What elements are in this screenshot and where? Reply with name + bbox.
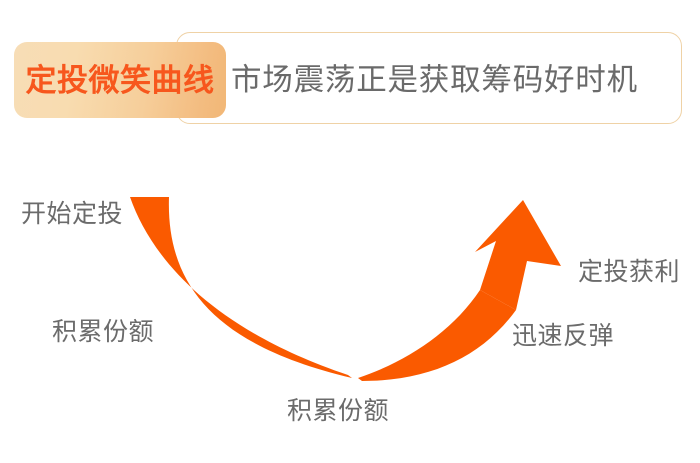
label-investment-profit: 定投获利 bbox=[578, 258, 681, 286]
label-start-investing: 开始定投 bbox=[21, 200, 124, 228]
header-badge: 定投微笑曲线 bbox=[14, 42, 226, 118]
smile-curve-chart: 开始定投 积累份额 积累份额 迅速反弹 定投获利 bbox=[0, 140, 700, 463]
smile-curve-graphic bbox=[130, 197, 561, 381]
header-banner: 定投微笑曲线 市场震荡正是获取筹码好时机 bbox=[0, 0, 700, 140]
curve-left-stroke bbox=[130, 197, 352, 378]
label-accumulate-shares-left: 积累份额 bbox=[52, 318, 155, 346]
header-badge-label: 定投微笑曲线 bbox=[25, 62, 215, 98]
curve-right-stroke bbox=[358, 290, 516, 381]
label-rapid-rebound: 迅速反弹 bbox=[512, 322, 615, 350]
label-accumulate-shares-bottom: 积累份额 bbox=[287, 397, 390, 425]
curve-arrow-head bbox=[475, 200, 561, 310]
header-title: 市场震荡正是获取筹码好时机 bbox=[231, 63, 638, 97]
